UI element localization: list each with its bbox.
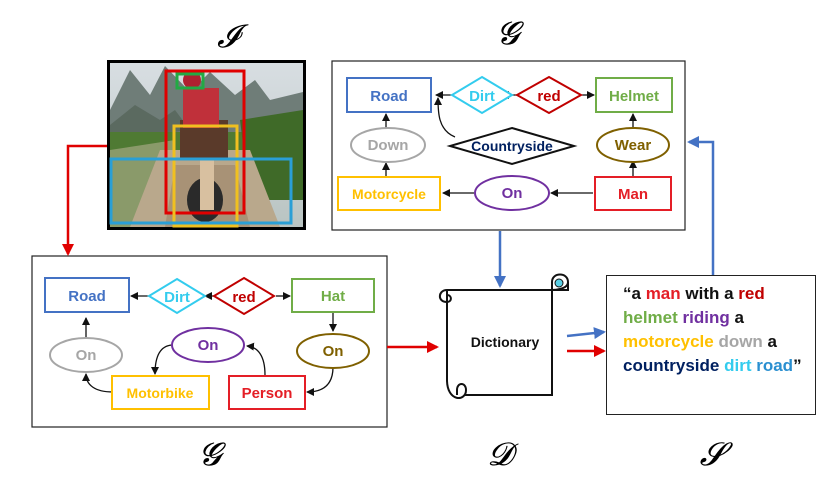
bottom-node-red-label: red	[232, 289, 255, 306]
top-node-man-label: Man	[618, 186, 648, 203]
top-node-countryside	[446, 126, 578, 166]
caption-a3: a	[762, 332, 778, 351]
top-node-man	[594, 176, 672, 211]
bottom-node-dirt-label: Dirt	[164, 289, 190, 306]
edge-b-on-motorbike	[151, 344, 173, 375]
bottom-node-on-right-label: On	[323, 343, 344, 360]
caption-word-helmet: helmet	[623, 308, 678, 327]
caption-word-red: red	[738, 284, 765, 303]
top-node-helmet-label: Helmet	[609, 88, 659, 105]
top-node-on-label: On	[502, 185, 523, 202]
bottom-node-motorbike-label: Motorbike	[127, 385, 194, 401]
bottom-node-dirt	[147, 277, 207, 315]
dictionary-label: Dictionary	[471, 334, 540, 350]
sentence-box: “a man with a red helmet riding a motorc…	[606, 275, 816, 415]
person-box	[164, 69, 246, 215]
bottom-node-on-left	[49, 337, 123, 373]
caption-word-man: man	[645, 284, 681, 303]
top-node-dirt-label: Dirt	[469, 88, 495, 105]
bottom-node-person	[228, 375, 306, 410]
arrow-sentence-to-topgraph	[687, 136, 715, 275]
motorcycle-box	[172, 124, 239, 228]
caption-word-riding: riding	[682, 308, 730, 327]
caption-word-down: down	[718, 332, 763, 351]
top-node-down	[350, 127, 426, 163]
top-node-countryside-label: Countryside	[471, 138, 553, 154]
edge-b-on-person	[306, 366, 334, 396]
caption-a2: a	[729, 308, 744, 327]
bottom-graph-symbol: 𝓖	[199, 435, 227, 473]
input-photo	[107, 60, 306, 230]
caption-word-countryside: countryside	[623, 356, 720, 375]
edge-b-motorbike-on	[82, 373, 114, 393]
bottom-node-road	[44, 277, 130, 313]
top-node-wear	[596, 127, 670, 163]
helmet-box	[175, 72, 205, 90]
top-node-dirt	[450, 75, 514, 115]
bottom-node-red	[212, 276, 276, 316]
top-node-down-label: Down	[368, 137, 409, 154]
arrow-image-to-graph	[62, 144, 107, 256]
top-node-road	[346, 77, 432, 113]
top-node-red	[514, 75, 584, 115]
top-node-helmet	[595, 77, 673, 113]
bottom-node-hat	[291, 278, 375, 313]
top-node-red-label: red	[537, 88, 560, 105]
bottom-node-person-label: Person	[242, 385, 293, 402]
top-node-wear-label: Wear	[615, 137, 652, 154]
image-symbol: 𝓘	[217, 17, 249, 55]
bottom-node-hat-label: Hat	[321, 288, 345, 305]
top-node-motorcycle-label: Motorcycle	[352, 186, 426, 202]
caption-word-dirt: dirt	[724, 356, 752, 375]
caption-with-a: with a	[680, 284, 739, 303]
bottom-node-road-label: Road	[68, 288, 106, 305]
bottom-node-on-left-label: On	[76, 347, 97, 364]
bottom-node-on-mid	[171, 327, 245, 363]
top-graph-symbol: 𝓖	[497, 14, 525, 52]
top-node-road-label: Road	[370, 88, 408, 105]
sentence-symbol: 𝓢	[700, 435, 734, 473]
dictionary-scroll	[438, 273, 570, 399]
bottom-node-motorbike	[111, 375, 210, 410]
caption-word-road: road	[756, 356, 794, 375]
edge-countryside-road	[434, 97, 456, 138]
arrow-dictionary-to-sentence-blue	[566, 327, 606, 340]
bottom-node-on-right	[296, 333, 370, 369]
caption-close-quote: ”	[793, 356, 802, 375]
edge-b-person-on	[246, 342, 266, 376]
top-node-on	[474, 175, 550, 211]
bottom-node-on-mid-label: On	[198, 337, 219, 354]
dictionary-symbol: 𝓓	[488, 435, 519, 473]
top-node-motorcycle	[337, 176, 441, 211]
road-box	[109, 157, 293, 225]
caption-open-quote: “a	[623, 284, 646, 303]
caption-word-motorcycle: motorcycle	[623, 332, 714, 351]
